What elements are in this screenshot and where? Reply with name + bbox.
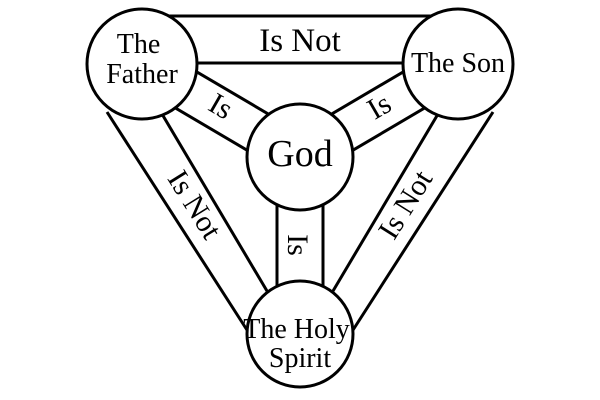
band-son-holy-spirit-outer-edge xyxy=(351,111,495,331)
node-son-label: The Son xyxy=(411,48,505,79)
node-god-circle xyxy=(245,102,355,212)
node-father-label-line1: The xyxy=(117,29,161,60)
band-holy-spirit-god-label: Is xyxy=(281,234,314,256)
node-father-label-line2: Father xyxy=(106,59,178,90)
node-son-circle xyxy=(401,7,515,121)
band-father-holy-spirit-outer-edge xyxy=(105,111,249,331)
band-son-holy-spirit-inner-edge xyxy=(331,113,440,292)
node-holy-spirit-label-line1: The Holy xyxy=(243,314,350,345)
band-father-son-label: Is Not xyxy=(259,23,341,59)
band-father-holy-spirit xyxy=(105,111,269,331)
band-father-holy-spirit-inner-edge xyxy=(160,113,269,292)
node-father-circle xyxy=(85,7,199,121)
node-holy-spirit-label-line2: Spirit xyxy=(269,343,331,374)
band-father-holy-spirit-label: Is Not xyxy=(161,165,229,246)
node-father-label: The Father xyxy=(106,29,178,90)
node-god-label: God xyxy=(267,133,332,175)
band-son-holy-spirit xyxy=(331,111,495,331)
node-holy-spirit-label: The Holy Spirit xyxy=(243,314,357,374)
node-holy-spirit-circle xyxy=(245,279,355,389)
band-son-holy-spirit-label: Is Not xyxy=(372,164,440,245)
band-father-son xyxy=(164,14,436,65)
